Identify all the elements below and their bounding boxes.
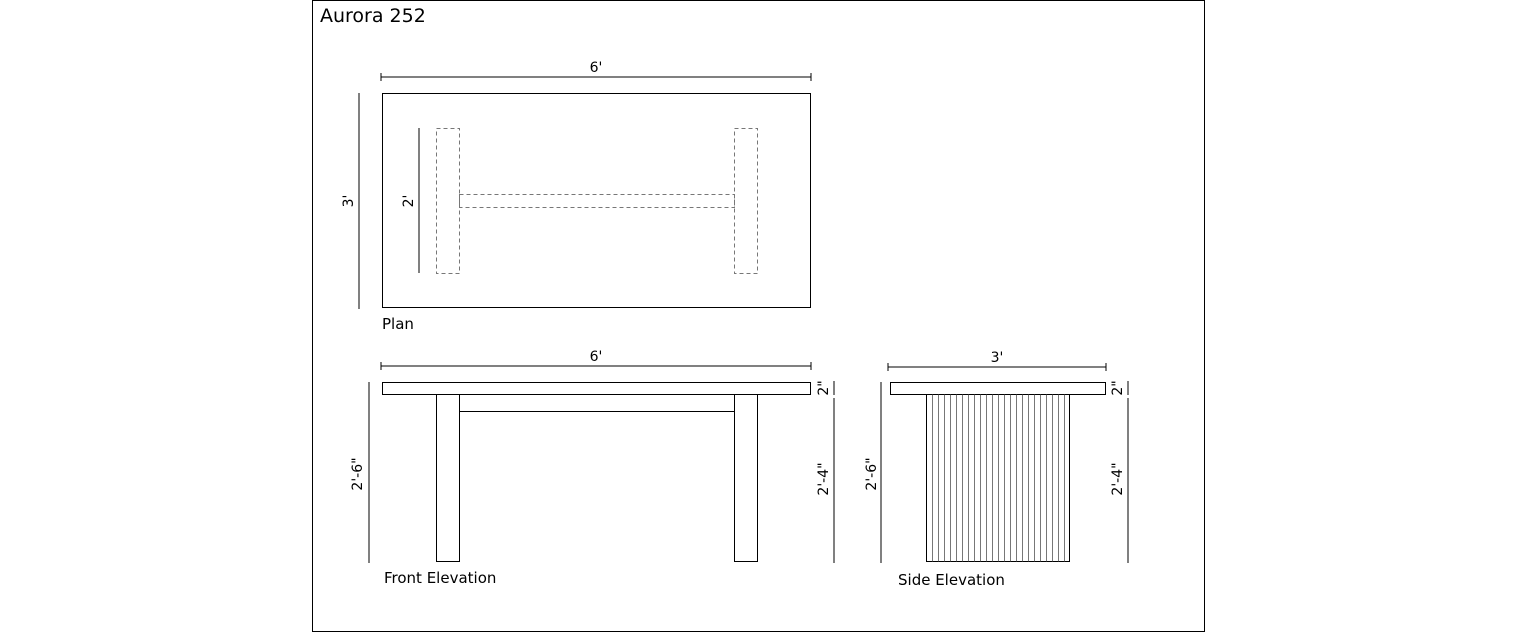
front-top-thickness-label: 2" <box>816 380 832 395</box>
front-leg-right <box>734 394 758 562</box>
plan-hidden-leg-left <box>436 128 460 274</box>
front-leg-left <box>436 394 460 562</box>
side-total-height-label: 2'-6" <box>864 457 880 490</box>
front-total-height-label: 2'-6" <box>350 457 366 490</box>
front-tabletop <box>382 382 811 395</box>
front-elevation-view: 6' 2'-6" 2" 2'-4" Front Elevation <box>350 349 835 587</box>
sheet-border <box>312 0 1205 632</box>
front-stretcher <box>459 394 735 412</box>
side-fluted-base <box>926 394 1070 562</box>
front-caption: Front Elevation <box>384 569 496 587</box>
side-caption: Side Elevation <box>898 571 1005 589</box>
front-width-label: 6' <box>590 349 603 365</box>
plan-caption: Plan <box>382 315 414 333</box>
plan-width-label: 6' <box>590 60 603 76</box>
plan-base-span-label: 2' <box>401 195 417 208</box>
plan-tabletop-outline <box>382 93 811 308</box>
plan-hidden-stretcher <box>459 194 735 208</box>
side-elevation-view: 3' 2'-6" 2" 2'-4" Side Elevation <box>864 350 1129 589</box>
plan-view: 6' 3' 2' Plan <box>341 60 812 333</box>
side-top-thickness-label: 2" <box>1110 380 1126 395</box>
side-leg-height-label: 2'-4" <box>1110 462 1126 495</box>
side-fluted-base-slats <box>932 394 1065 562</box>
plan-depth-label: 3' <box>341 195 357 208</box>
side-width-label: 3' <box>991 350 1004 366</box>
side-tabletop <box>890 382 1106 395</box>
drawing-title: Aurora 252 <box>320 5 426 27</box>
front-leg-height-label: 2'-4" <box>816 462 832 495</box>
plan-hidden-leg-right <box>734 128 758 274</box>
